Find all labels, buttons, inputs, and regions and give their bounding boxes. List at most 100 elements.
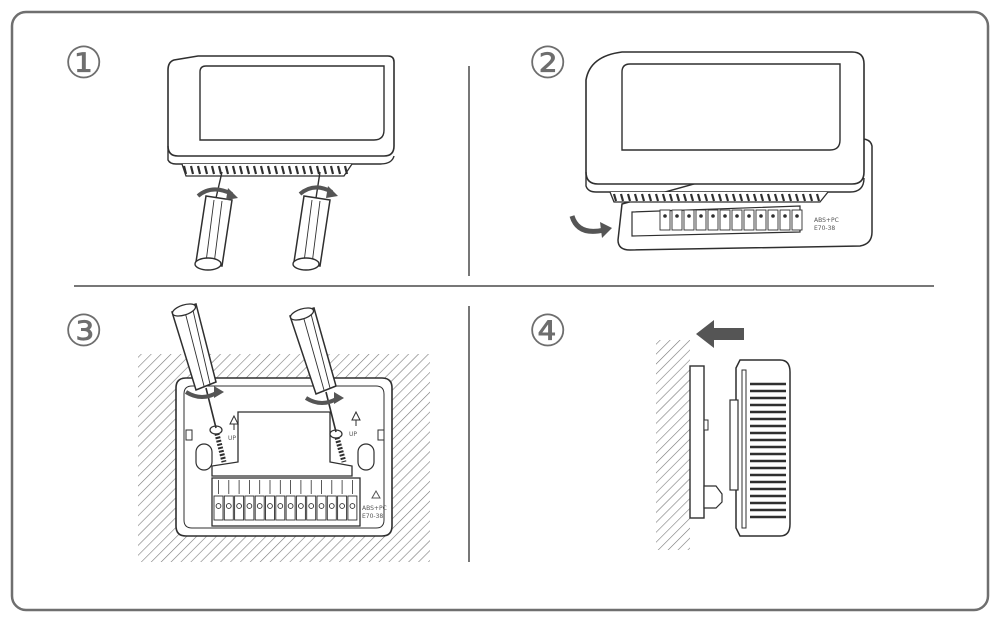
vent-slot [308, 165, 314, 175]
terminal-screw [287, 503, 294, 509]
terminal-screw [735, 214, 739, 218]
terminal-screw [723, 214, 727, 218]
outer-frame [10, 10, 990, 612]
terminal-slot [767, 209, 779, 231]
vent-slot [217, 165, 223, 175]
vent-slot [745, 193, 751, 202]
thermostat-device-step2 [585, 51, 865, 203]
step2-illustration: ABS+PC E70-38 [569, 51, 873, 251]
vent-slot [640, 193, 646, 202]
terminal-screw [783, 214, 787, 218]
terminal-slot [791, 209, 803, 231]
rotate-arrow-icon [196, 187, 238, 200]
terminal-screw [663, 214, 667, 218]
wall-plate-front: UP UP ABS+PC E70-38 [175, 377, 393, 537]
vent-slot [273, 165, 279, 175]
terminal-screw [687, 214, 691, 218]
terminal-screw [236, 503, 242, 509]
vent-slot [717, 193, 723, 202]
vent-slot [322, 165, 328, 175]
step-number-2: ② [528, 38, 568, 89]
vent-slot [196, 165, 202, 175]
recycle-icon [371, 489, 381, 499]
step-number-1: ① [64, 38, 104, 89]
wall-plate-side [689, 365, 723, 519]
terminal-screw [747, 214, 751, 218]
vent-slot [252, 165, 258, 175]
terminal-slot [743, 209, 755, 231]
terminal-slot [719, 209, 731, 231]
terminal-screw [759, 214, 763, 218]
vent-slot [315, 165, 321, 175]
vent-slot [808, 193, 814, 202]
terminal-screw [328, 503, 335, 509]
vent-slot [794, 193, 800, 202]
vent-slot [612, 193, 618, 202]
vent-slot [661, 193, 667, 202]
material-label-line1: ABS+PC [814, 217, 839, 224]
wall-hatching-side [656, 340, 690, 550]
terminal-screw [215, 503, 222, 509]
terminal-screw [277, 503, 284, 509]
terminal-screw [246, 503, 253, 509]
vent-slot [703, 193, 709, 202]
vent-slot [724, 193, 730, 202]
vent-slot [301, 165, 307, 175]
vent-slots-side [750, 382, 786, 519]
vent-slot [780, 193, 786, 202]
vent-slot [647, 193, 653, 202]
terminal-screw [699, 214, 703, 218]
vent-slot [668, 193, 674, 202]
vent-slot [266, 165, 272, 175]
terminal-screw [711, 214, 715, 218]
vent-slot [682, 193, 688, 202]
vent-slot [815, 193, 821, 202]
vent-slots-step2 [612, 193, 821, 202]
terminal-slot [683, 209, 695, 231]
vent-slot [231, 165, 237, 175]
vent-slot [689, 193, 695, 202]
vent-slot [766, 193, 772, 202]
vent-slot [294, 165, 300, 175]
vent-slot [696, 193, 702, 202]
step1-illustration [167, 55, 395, 271]
vent-slot [224, 165, 230, 175]
vent-slot [210, 165, 216, 175]
rotate-arrow-icon [184, 386, 224, 399]
vent-slot [259, 165, 265, 175]
screwdriver-icon [194, 171, 233, 271]
terminal-slot [659, 209, 671, 231]
vent-slot [245, 165, 251, 175]
vent-slot [738, 193, 744, 202]
vent-slot [203, 165, 209, 175]
vent-slot [787, 193, 793, 202]
vent-slot [759, 193, 765, 202]
thermostat-device-step1 [167, 55, 395, 177]
vent-slot [280, 165, 286, 175]
vent-slot [329, 165, 335, 175]
rotate-arrow-icon [569, 215, 612, 238]
terminal-slot [707, 209, 719, 231]
terminal-block-step2 [659, 209, 803, 231]
terminal-slot [695, 209, 707, 231]
rotate-arrow-icon [304, 392, 344, 405]
vent-slot [619, 193, 625, 202]
vent-slot [238, 165, 244, 175]
step3-illustration: UP UP ABS+PC E70-38 [138, 303, 430, 562]
terminal-screw [771, 214, 775, 218]
up-label-left: UP [228, 435, 236, 442]
terminal-screw [349, 503, 356, 509]
terminal-screw [298, 503, 304, 509]
vent-slot [626, 193, 632, 202]
terminal-slot [731, 209, 743, 231]
terminal-screw [339, 503, 345, 509]
screwdriver-icon [289, 307, 337, 433]
material-label-step3-line2: E70-38 [362, 513, 383, 520]
terminal-screw [795, 214, 799, 218]
terminal-screw [308, 503, 315, 509]
up-label-right: UP [349, 431, 357, 438]
terminal-screw [318, 503, 325, 509]
terminal-block-step3 [213, 480, 358, 521]
step-number-4: ④ [528, 306, 568, 357]
